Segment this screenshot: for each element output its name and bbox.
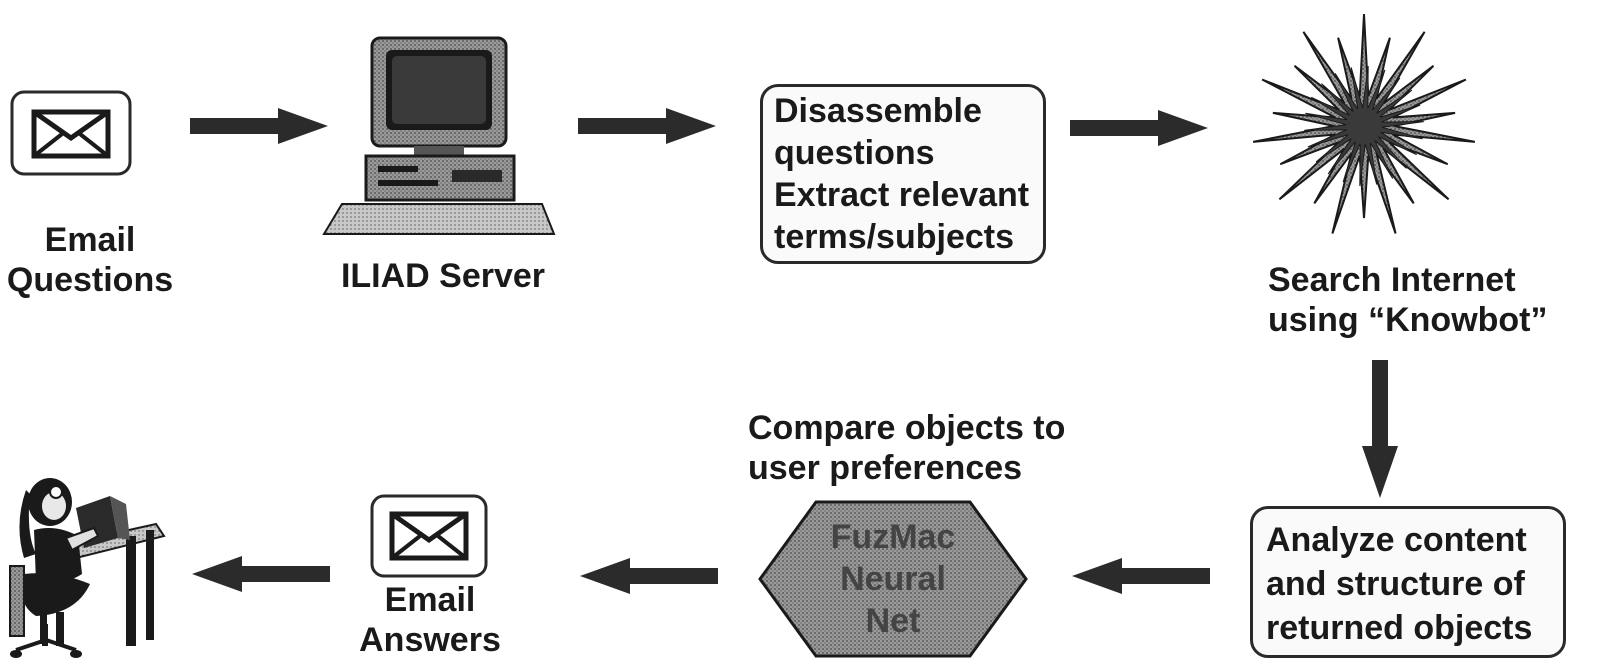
email-questions-label-line2: Questions [6,261,174,299]
disassemble-line: questions [774,134,935,172]
fuzmac-line: Net [865,602,921,640]
computer-icon [322,36,556,235]
envelope-icon [370,494,488,578]
analyze-line: and structure of [1266,565,1525,603]
disassemble-line: terms/subjects [774,218,1014,256]
analyze-line: Analyze content [1266,521,1527,559]
disassemble-box [760,84,1046,264]
email-answers-label-line2: Answers [359,621,501,659]
starburst-icon [1252,13,1476,234]
disassemble-line: Extract relevant [774,176,1030,214]
compare-label-line2: user preferences [748,449,1023,487]
disassemble-text: Disassemble questions Extract relevant t… [774,90,1029,258]
email-answers-label: Email Answers [350,580,510,660]
arrow-icon [1362,360,1398,498]
search-internet-label-line1: Search Internet [1268,261,1516,299]
compare-label-line1: Compare objects to [748,409,1066,447]
disassemble-line: Disassemble [774,92,982,130]
search-internet-label-line2: using “Knowbot” [1268,301,1548,339]
analyze-line: returned objects [1266,609,1533,647]
analyze-text: Analyze content and structure of returne… [1266,518,1532,650]
email-answers-label-line1: Email [384,581,476,619]
search-internet-label: Search Internet using “Knowbot” [1268,260,1548,340]
arrow-icon [578,108,716,144]
fuzmac-text: FuzMac Neural Net [758,516,1028,642]
arrow-icon [580,558,718,594]
arrow-icon [1070,110,1208,146]
hexagon-shape [758,500,1028,658]
analyze-box [1250,506,1566,658]
envelope-icon [10,90,132,176]
email-questions-label-line1: Email [44,221,136,259]
compare-label: Compare objects to user preferences [748,408,1065,488]
arrow-icon [1072,558,1210,594]
email-questions-label: Email Questions [0,220,180,300]
arrow-icon [192,556,330,592]
fuzmac-line: Neural [840,560,946,598]
fuzmac-line: FuzMac [830,518,956,556]
arrow-icon [190,108,328,144]
iliad-server-label: ILIAD Server [340,257,546,295]
person-reading-icon [9,478,166,658]
